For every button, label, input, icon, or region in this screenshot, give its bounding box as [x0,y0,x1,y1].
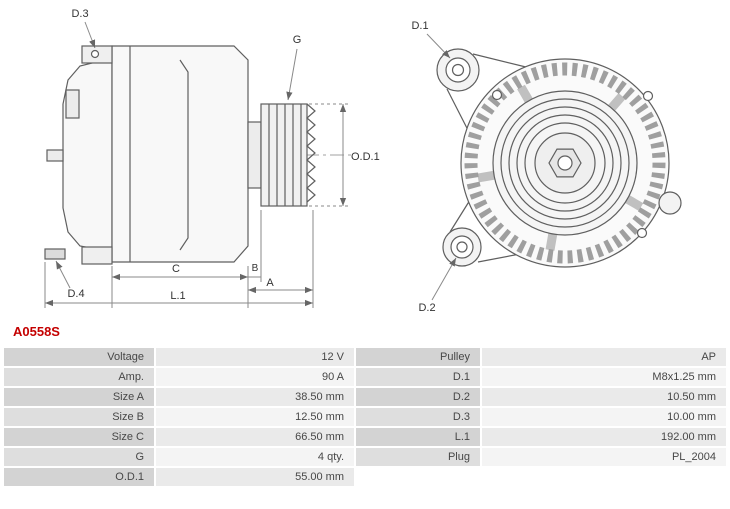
table-row: Size B 12.50 mm D.3 10.00 mm [4,408,726,426]
spec-label: Size B [4,408,154,426]
leader-d4 [55,260,71,289]
spec-label: Plug [356,448,480,466]
front-view-drawing [436,48,682,268]
table-row: Amp. 90 A D.1 M8x1.25 mm [4,368,726,386]
vent-fins [464,62,666,264]
main-body [111,45,249,263]
terminal-stud [46,149,64,162]
spec-label: Amp. [4,368,154,386]
pulley-groove-profile [306,103,316,203]
spec-label: G [4,448,154,466]
spec-table: Voltage 12 V Pulley AP Amp. 90 A D.1 M8x… [2,346,728,488]
spec-label: L.1 [356,428,480,446]
spec-value: 10.50 mm [482,388,726,406]
label-d1: D.1 [411,20,428,32]
table-row: O.D.1 55.00 mm [4,468,726,486]
spec-label: Voltage [4,348,154,366]
spec-label: D.2 [356,388,480,406]
spec-label: D.3 [356,408,480,426]
leader-d1 [426,33,451,59]
spec-value: PL_2004 [482,448,726,466]
spec-value: 90 A [156,368,354,386]
regulator-box [65,89,80,119]
shaft-end [557,155,573,171]
spec-value: 10.00 mm [482,408,726,426]
bottom-mounting-ear [81,246,113,265]
label-l1: L.1 [170,290,185,302]
label-c: C [172,263,180,275]
leader-g [286,48,298,101]
pulley-side [260,103,308,207]
rear-bracket [62,57,113,253]
table-row: Size A 38.50 mm D.2 10.50 mm [4,388,726,406]
label-d4: D.4 [67,288,84,300]
label-d3: D.3 [71,8,88,20]
spec-label: Pulley [356,348,480,366]
label-b: B [252,263,259,274]
technical-diagram: D.3 D.4 G O.D.1 C B A L.1 D.1 D.2 [44,8,682,314]
label-a: A [266,277,274,289]
bottom-stud [44,248,66,260]
mount-lug-right [658,191,682,215]
spec-label-empty [356,468,480,486]
spec-label: O.D.1 [4,468,154,486]
table-row: Voltage 12 V Pulley AP [4,348,726,366]
dimension-lines [44,21,457,308]
spec-value: 12.50 mm [156,408,354,426]
pulley-hub [247,121,262,189]
spec-value: M8x1.25 mm [482,368,726,386]
dimension-labels: D.3 D.4 G O.D.1 C B A L.1 D.1 D.2 [67,8,435,314]
label-d2: D.2 [418,302,435,314]
spec-value: AP [482,348,726,366]
spec-label: Size C [4,428,154,446]
leader-d3 [84,21,96,49]
leader-d2 [431,257,457,301]
spec-label: D.1 [356,368,480,386]
spec-value: 192.00 mm [482,428,726,446]
spec-value: 12 V [156,348,354,366]
table-row: G 4 qty. Plug PL_2004 [4,448,726,466]
spec-label: Size A [4,388,154,406]
spec-value: 38.50 mm [156,388,354,406]
label-od1: O.D.1 [351,151,380,163]
part-number: A0558S [13,324,60,339]
top-ear-hole [90,49,100,59]
spec-value-empty [482,468,726,486]
table-row: Size C 66.50 mm L.1 192.00 mm [4,428,726,446]
label-g: G [293,34,302,46]
alternator-drawing: D.3 D.4 G O.D.1 C B A L.1 D.1 D.2 [44,8,682,314]
spec-value: 4 qty. [156,448,354,466]
spec-value: 66.50 mm [156,428,354,446]
side-view-drawing [44,45,352,265]
spec-value: 55.00 mm [156,468,354,486]
